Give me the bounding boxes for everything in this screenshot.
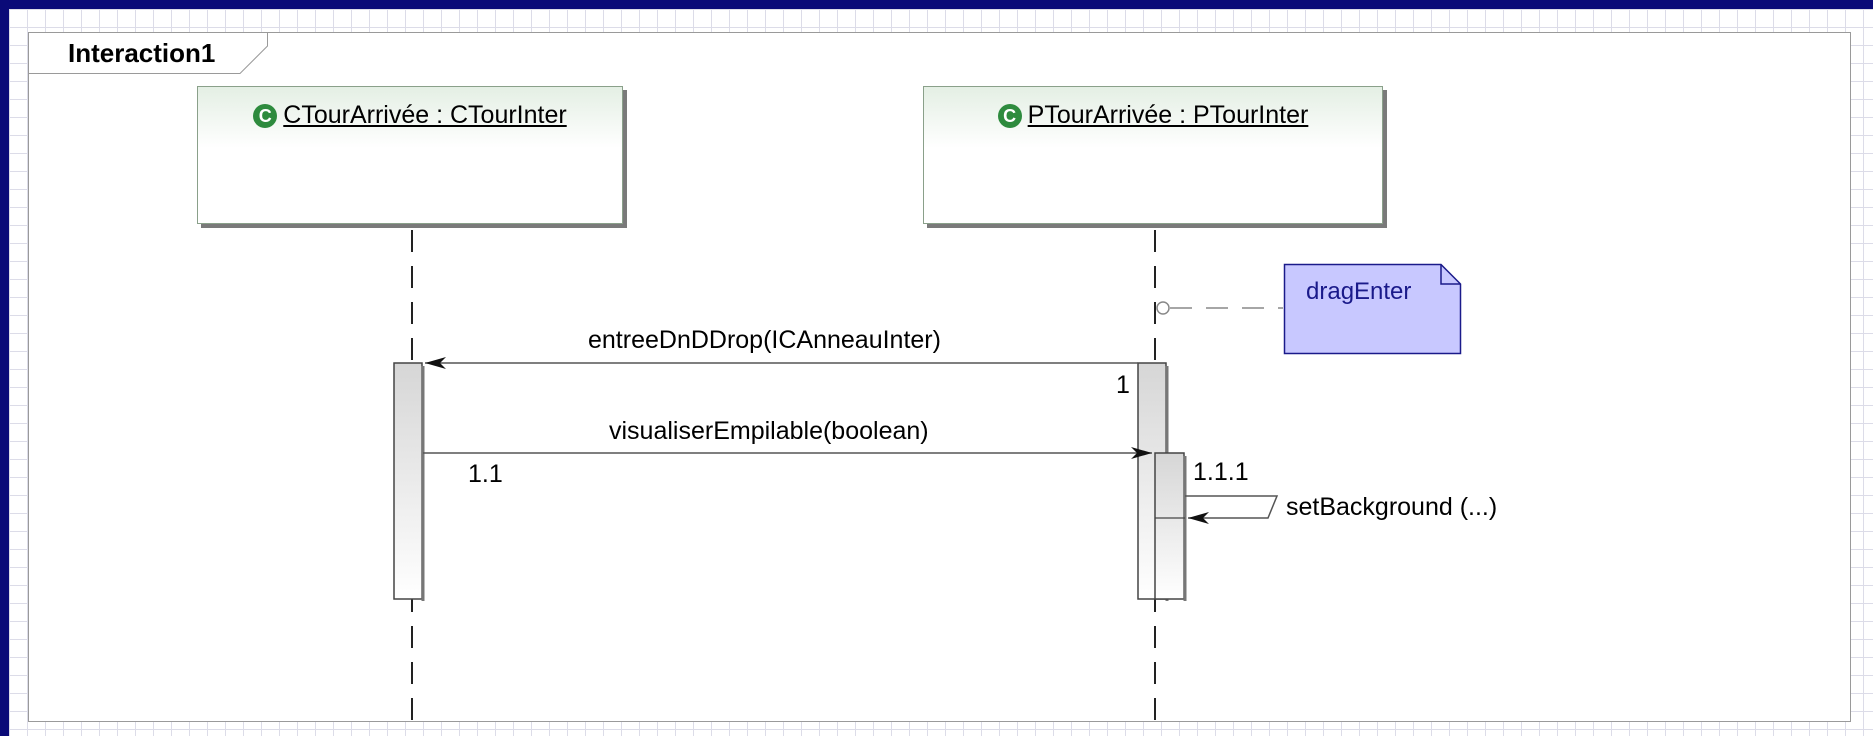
note-fold <box>1440 264 1461 285</box>
message-number: 1.1.1 <box>1193 458 1249 486</box>
frame-title: Interaction1 <box>68 38 216 68</box>
arrowhead-icon <box>425 357 446 369</box>
lifeline-name: PTourArrivée : PTourInter <box>1027 101 1309 129</box>
frame-tab <box>28 32 268 74</box>
message-label-visualiserEmpilable: visualiserEmpilable(boolean) <box>609 417 929 445</box>
note-text: dragEnter <box>1306 278 1412 305</box>
note-box[interactable] <box>1283 263 1462 355</box>
arrowhead-icon <box>1131 447 1152 459</box>
message-number: 1 <box>1116 371 1130 399</box>
message-arrow-setBackground[interactable] <box>1185 495 1279 519</box>
activation-bar-ctourarrivee[interactable] <box>393 362 423 600</box>
activation-bar-nested[interactable] <box>1154 452 1185 600</box>
class-icon: C <box>253 103 278 128</box>
lifeline-name: CTourArrivée : CTourInter <box>283 101 567 129</box>
arrowhead-icon <box>1188 512 1209 524</box>
message-label-setBackground: setBackground (...) <box>1286 493 1498 521</box>
message-number: 1.1 <box>468 460 503 488</box>
message-label-entreeDnDDrop: entreeDnDDrop(ICAnneauInter) <box>588 326 941 354</box>
note-anchor <box>1156 301 1170 315</box>
class-icon: C <box>997 103 1022 128</box>
